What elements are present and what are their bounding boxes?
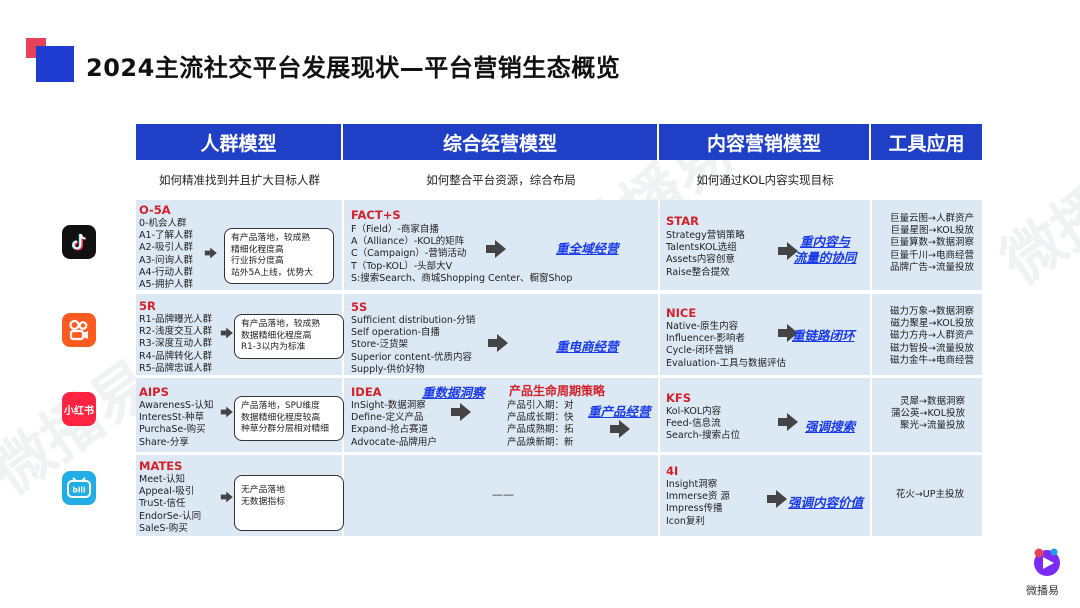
arrow-right-icon	[486, 240, 506, 258]
header-content-model: 内容营销模型	[659, 124, 871, 160]
bilibili-logo-icon: bili	[62, 471, 96, 505]
ops-slogan: 重全域经营	[556, 241, 619, 256]
bracket-arrow-icon	[220, 327, 233, 339]
ops-model-title: 5S	[351, 300, 368, 314]
crowd-note-bubble: 有产品落地，较成熟精细化程度高行业拆分度高站外5A上线，优势大	[224, 228, 334, 284]
bracket-arrow-icon	[220, 491, 233, 503]
brand-logo-icon	[1030, 546, 1064, 578]
ops-model-title: FACT+S	[351, 208, 401, 222]
ops-slogan: 重数据洞察	[422, 385, 485, 400]
ops-slogan: 重电商经营	[556, 339, 619, 354]
title-deco-blue	[36, 46, 74, 82]
watermark: 微播易	[989, 137, 1080, 299]
page-title: 2024主流社交平台发展现状—平台营销生态概览	[86, 54, 621, 82]
bracket-arrow-icon	[220, 406, 233, 418]
brand-name: 微播易	[1026, 584, 1059, 597]
svg-text:bili: bili	[72, 486, 85, 495]
content-model-title: KFS	[666, 391, 692, 405]
header-tools: 工具应用	[871, 124, 982, 160]
arrow-right-icon	[778, 324, 798, 342]
crowd-model-title: O-5A	[139, 203, 171, 217]
arrow-right-icon	[767, 490, 787, 508]
tools-cell-kuaishou: 磁力万象→数据洞察磁力聚星→KOL投放磁力方舟→人群资产磁力智投→流量投放磁力金…	[872, 294, 982, 375]
subheader-content: 如何通过KOL内容实现目标	[696, 173, 834, 187]
ops-model-title: IDEA	[351, 385, 382, 399]
subheader-crowd: 如何精准找到并且扩大目标人群	[159, 173, 320, 187]
content-slogan: 强调内容价值	[788, 495, 864, 510]
crowd-model-title: MATES	[139, 459, 183, 473]
arrow-right-icon	[778, 242, 798, 260]
bracket-arrow-icon	[204, 247, 217, 259]
arrow-right-icon	[451, 403, 471, 421]
content-model-title: NICE	[666, 306, 697, 320]
tools-cell-xiaohongshu: 灵犀→数据洞察蒲公英→KOL投放聚光→流量投放	[872, 378, 982, 452]
crowd-note-bubble: 产品落地，SPU维度数据精细化程度较高种草分群分层相对精细	[234, 396, 344, 441]
content-model-title: STAR	[666, 214, 699, 228]
tools-cell-douyin: 巨量云图→人群资产巨量星图→KOL投放巨量算数→数据洞察巨量千川→电商经营品牌广…	[872, 200, 982, 290]
content-slogan: 重链路闭环	[792, 328, 855, 343]
content-slogan: 重内容与流量的协同	[793, 234, 857, 265]
crowd-note-bubble: 无产品落地无数据指标	[234, 475, 344, 531]
arrow-right-icon	[610, 420, 630, 438]
product-slogan: 重产品经营	[588, 404, 651, 419]
arrow-right-icon	[488, 334, 508, 352]
ops-empty-dash: ——	[492, 488, 514, 501]
ops-cell-bilibili: ——	[344, 455, 658, 536]
header-ops-model: 综合经营模型	[343, 124, 659, 160]
lifecycle-title: 产品生命周期策略	[509, 384, 606, 398]
kuaishou-logo-icon	[62, 313, 96, 347]
subheader-ops: 如何整合平台资源，综合布局	[426, 173, 576, 187]
crowd-model-title: 5R	[139, 299, 156, 313]
header-crowd-model: 人群模型	[136, 124, 343, 160]
xiaohongshu-logo-icon: 小红书	[62, 392, 96, 426]
tools-cell-bilibili: 花火→UP主投放	[872, 455, 982, 536]
content-model-title: 4I	[666, 464, 679, 478]
content-slogan: 强调搜索	[805, 419, 856, 434]
crowd-model-title: AIPS	[139, 385, 169, 399]
arrow-right-icon	[778, 413, 798, 431]
lifecycle-items: 产品引入期：对产品成长期：快产品成熟期：拓产品焕新期：新	[507, 400, 574, 448]
douyin-logo-icon	[62, 225, 96, 259]
